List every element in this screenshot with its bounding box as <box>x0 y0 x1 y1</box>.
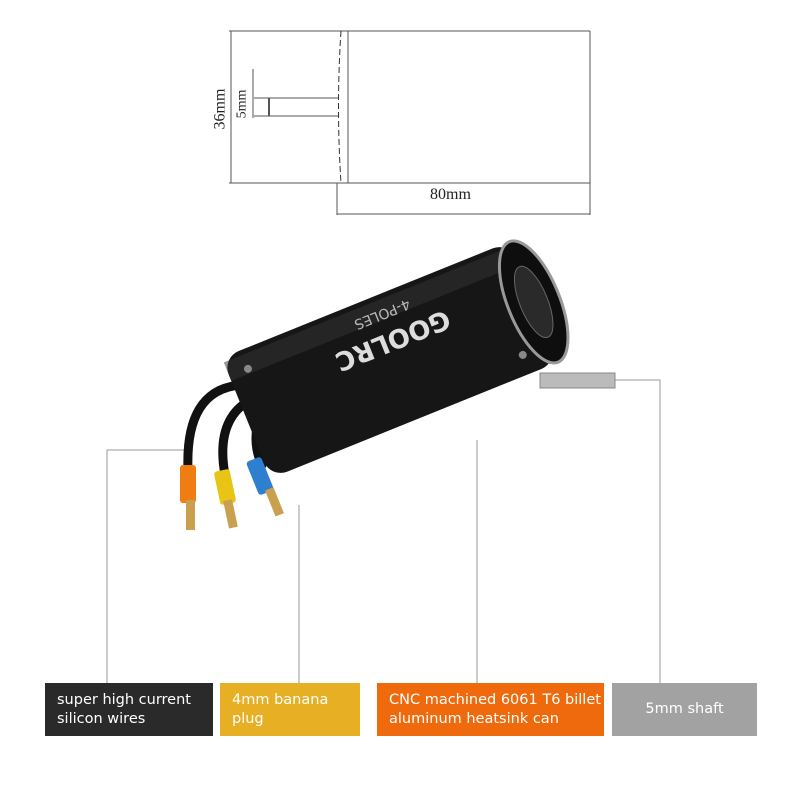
dimension-drawing <box>229 30 591 215</box>
leader-lines <box>106 379 661 683</box>
orange-sleeve <box>180 465 196 503</box>
callout-banana-plug: 4mm banana plug <box>220 683 360 736</box>
banana-plugs <box>180 457 284 530</box>
blue-sleeve <box>246 457 274 495</box>
callout-text: 4mm banana plug <box>232 691 329 727</box>
callout-text: CNC machined 6061 T6 billet <box>389 691 601 708</box>
height-dimension-label: 36mm <box>211 88 229 130</box>
callout-text: 5mm shaft <box>645 701 724 717</box>
motor-shaft <box>539 372 616 389</box>
motor-can: GOOLRC 4-POLES <box>223 239 570 473</box>
shaft-dimension-label: 5mm <box>234 89 250 119</box>
callout-wires: super high current silicon wires <box>45 683 213 736</box>
callout-shaft: 5mm shaft <box>612 683 757 736</box>
callout-text: aluminum heatsink can <box>389 710 559 727</box>
callout-text: silicon wires <box>57 710 146 727</box>
length-dimension-label: 80mm <box>430 186 471 203</box>
callout-text: super high current <box>57 691 191 708</box>
yellow-sleeve <box>214 469 236 505</box>
callout-heatsink-can: CNC machined 6061 T6 billet aluminum heat… <box>377 683 604 736</box>
